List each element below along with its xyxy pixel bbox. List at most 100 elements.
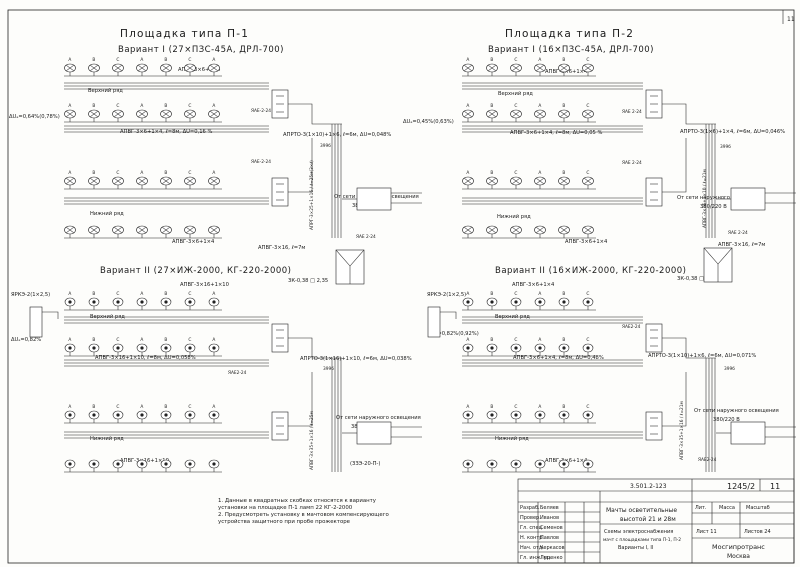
br-volt: 380/220 В: [713, 417, 740, 423]
phase-letter: C: [586, 291, 589, 297]
note-line: устройства защитного при пробе прожектор…: [218, 519, 350, 525]
phase-letter: C: [586, 170, 589, 176]
bl-left-box: ЯРКЭ-2(1×2,5): [11, 292, 50, 298]
lamp-dot: [514, 462, 518, 466]
lamp-dot: [466, 413, 470, 417]
phase-letter: B: [562, 170, 565, 176]
lamp-dot: [514, 300, 518, 304]
br-box1: ЯАЕ2-24: [622, 324, 641, 330]
phase-letter: C: [116, 57, 119, 63]
tr-outdoor: От сети наружного освещения: [677, 195, 762, 201]
tb-row-name: Семенов: [540, 525, 563, 531]
phase-letter: A: [538, 170, 541, 176]
lamp-cross: [90, 64, 98, 72]
bl-du: ΔUₐ=0,82%: [11, 337, 41, 343]
lamp-dot: [116, 413, 120, 417]
phase-letter: A: [466, 404, 469, 410]
phase-letter: C: [116, 103, 119, 109]
lamp-cross: [162, 226, 170, 234]
lamp-cross: [114, 226, 122, 234]
phase-letter: B: [164, 337, 167, 343]
tb-stage: Лит.: [695, 505, 707, 511]
lamp-dot: [116, 300, 120, 304]
phase-letter: B: [490, 170, 493, 176]
phase-letter: C: [586, 337, 589, 343]
lamp-cross: [138, 177, 146, 185]
lamp-cross: [560, 64, 568, 72]
notes: 1. Данные в квадратных скобках относятся…: [218, 498, 513, 526]
bl-upper-row: Верхний ряд: [90, 313, 125, 320]
note-line: 2. Предусмотреть установку в мачтовом ко…: [218, 512, 389, 518]
phase-letter: B: [164, 170, 167, 176]
br-outdoor: От сети наружного освещения: [694, 408, 779, 414]
phase-letter: C: [116, 170, 119, 176]
lamp-dot: [68, 462, 72, 466]
phase-letter: A: [212, 291, 215, 297]
tl-title: Площадка типа П-1: [120, 28, 249, 40]
phase-letter: B: [490, 291, 493, 297]
lamp-cross: [90, 226, 98, 234]
phase-letter: B: [92, 291, 95, 297]
tb-desc1: Схемы электроснабжения: [604, 529, 673, 535]
tr-volt: 380/220 В: [700, 204, 727, 210]
phase-letter: A: [466, 57, 469, 63]
lamp-cross: [162, 177, 170, 185]
lamp-dot: [586, 413, 590, 417]
tb-row-label: Нач. отд.: [520, 545, 544, 551]
left-box: [427, 306, 441, 338]
tb-row-name: Павлов: [540, 535, 559, 541]
phase-letter: A: [466, 291, 469, 297]
lamp-dot: [188, 462, 192, 466]
feeder-line: [662, 337, 716, 359]
lamp-dot: [188, 413, 192, 417]
lamp-dot: [164, 462, 168, 466]
lamp-dot: [68, 346, 72, 350]
phase-letter: A: [212, 103, 215, 109]
lamp-dot: [140, 346, 144, 350]
bl-feeder: АПРТО-3(1×16)+1×10, ℓ=6м, ΔU=0,038%: [300, 356, 412, 362]
phase-letter: A: [140, 57, 143, 63]
wire: [440, 311, 457, 319]
tl-upper-row: Верхний ряд: [88, 87, 123, 94]
br-upper-cable: АПВГ-3×6+1×4: [512, 282, 555, 288]
lamp-dot: [562, 413, 566, 417]
phase-letter: A: [212, 170, 215, 176]
sheet-number: 11: [787, 16, 795, 23]
phase-letter: B: [92, 57, 95, 63]
feeder-line: [288, 337, 342, 359]
phase-letter: C: [188, 103, 191, 109]
tb-mass: Масса: [719, 505, 735, 511]
phase-letter: A: [538, 337, 541, 343]
phase-letter: B: [562, 291, 565, 297]
lamp-cross: [488, 177, 496, 185]
lamp-cross: [536, 177, 544, 185]
tr-lower-cable: АПВГ-3×6+1×4: [565, 239, 608, 245]
note-line: установки на площадке П-1 ламп 22 КГ-2-2…: [218, 505, 353, 511]
distribution-box: [730, 421, 766, 445]
tb-row-name: Луценко: [540, 555, 563, 561]
phase-letter: A: [466, 103, 469, 109]
lamp-dot: [562, 346, 566, 350]
phase-letter: B: [562, 103, 565, 109]
phase-letter: B: [490, 404, 493, 410]
br-tag: 399б: [724, 366, 735, 372]
distribution-box: [730, 187, 766, 211]
tb-sheet-label: Лист 11: [696, 529, 717, 535]
lamp-cross: [536, 110, 544, 118]
lamp-dot: [514, 413, 518, 417]
phase-letter: A: [212, 337, 215, 343]
phase-letter: B: [92, 404, 95, 410]
tr-upper-cable2: АПВГ-3×6+1×4, ℓ=8м, ΔU=0,05 %: [510, 130, 602, 136]
tl-riser: АПРГ-3×25+1×16 / ℓ=25м(3×ℓ): [309, 160, 315, 230]
phase-letter: B: [92, 103, 95, 109]
phase-letter: A: [68, 57, 71, 63]
phase-letter: C: [586, 103, 589, 109]
phase-letter: C: [514, 57, 517, 63]
lamp-cross: [584, 64, 592, 72]
tr-variant: Вариант I (16×ПЗС-45А, ДРЛ-700): [488, 45, 654, 55]
lamp-dot: [164, 300, 168, 304]
phase-letter: C: [514, 291, 517, 297]
sheet-border: [7, 9, 795, 564]
lamp-cross: [464, 177, 472, 185]
